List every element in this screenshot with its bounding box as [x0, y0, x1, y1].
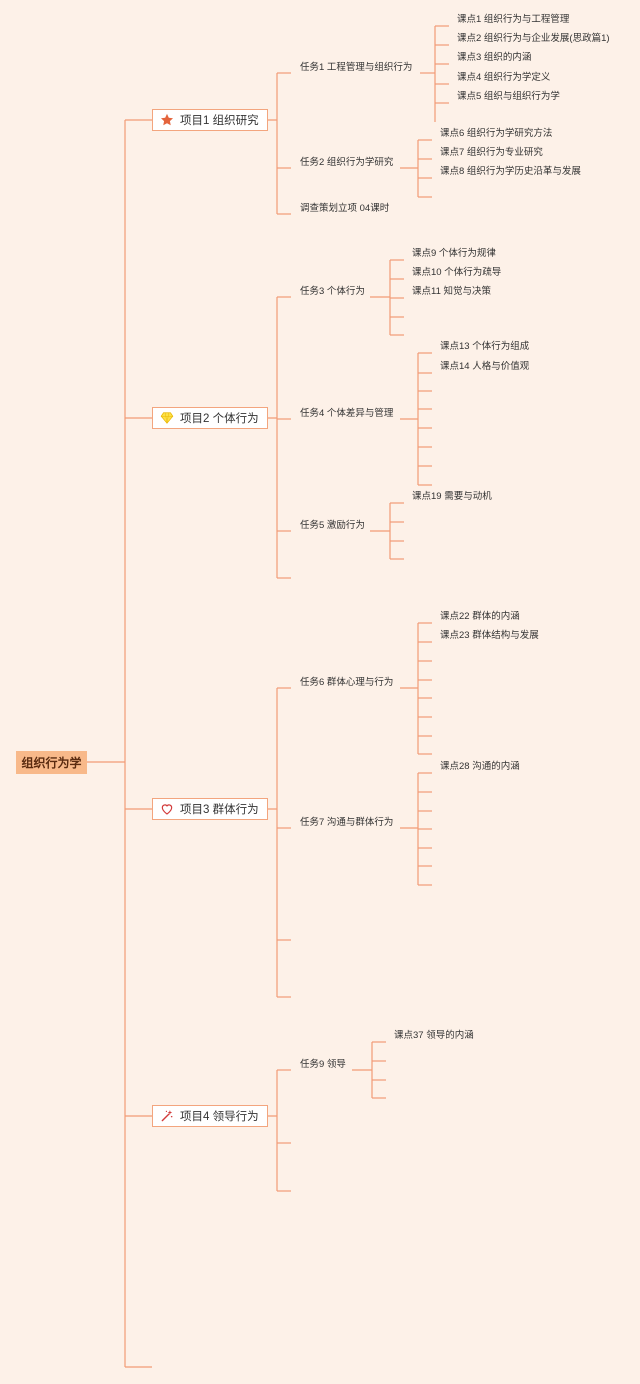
lesson-node[interactable]: 课点37 领导的内涵 — [394, 1030, 474, 1041]
lesson-node[interactable]: 课点10 个体行为疏导 — [412, 267, 502, 278]
lesson-node[interactable]: 课点3 组织的内涵 — [457, 52, 532, 63]
task-node[interactable]: 任务1 工程管理与组织行为 — [300, 62, 413, 73]
task-node[interactable]: 任务4 个体差异与管理 — [300, 408, 394, 419]
lesson-node[interactable]: 课点1 组织行为与工程管理 — [457, 14, 570, 25]
task-node[interactable]: 调查策划立项 04课时 — [300, 203, 390, 214]
lesson-node[interactable]: 课点5 组织与组织行为学 — [457, 91, 560, 102]
project-label: 项目3 群体行为 — [180, 804, 259, 816]
project-label: 项目2 个体行为 — [180, 413, 259, 425]
lesson-node[interactable]: 课点22 群体的内涵 — [440, 611, 520, 622]
project-node-4[interactable]: 项目4 领导行为 — [152, 1105, 268, 1127]
project-node-3[interactable]: 项目3 群体行为 — [152, 798, 268, 820]
project-label: 项目4 领导行为 — [180, 1111, 259, 1123]
lesson-node[interactable]: 课点7 组织行为专业研究 — [440, 147, 543, 158]
lesson-node[interactable]: 课点28 沟通的内涵 — [440, 761, 520, 772]
lesson-node[interactable]: 课点9 个体行为规律 — [412, 248, 496, 259]
lesson-node[interactable]: 课点11 知觉与决策 — [412, 286, 492, 297]
project-label: 项目1 组织研究 — [180, 115, 259, 127]
task-node[interactable]: 任务7 沟通与群体行为 — [300, 817, 394, 828]
heart-icon — [159, 801, 175, 817]
lesson-node[interactable]: 课点14 人格与价值观 — [440, 361, 530, 372]
lesson-node[interactable]: 课点4 组织行为学定义 — [457, 72, 551, 83]
task-node[interactable]: 任务3 个体行为 — [300, 286, 365, 297]
task-node[interactable]: 任务6 群体心理与行为 — [300, 677, 394, 688]
wand-icon — [159, 1108, 175, 1124]
project-node-2[interactable]: 项目2 个体行为 — [152, 407, 268, 429]
root-node[interactable]: 组织行为学 — [16, 751, 87, 774]
lesson-node[interactable]: 课点23 群体结构与发展 — [440, 630, 539, 641]
lesson-node[interactable]: 课点19 需要与动机 — [412, 491, 492, 502]
lesson-node[interactable]: 课点13 个体行为组成 — [440, 341, 530, 352]
task-node[interactable]: 任务9 领导 — [300, 1059, 346, 1070]
task-node[interactable]: 任务2 组织行为学研究 — [300, 157, 394, 168]
lesson-node[interactable]: 课点6 组织行为学研究方法 — [440, 128, 553, 139]
task-node[interactable]: 任务5 激励行为 — [300, 520, 365, 531]
lesson-node[interactable]: 课点2 组织行为与企业发展(思政篇1) — [457, 33, 610, 44]
lesson-node[interactable]: 课点8 组织行为学历史沿革与发展 — [440, 166, 581, 177]
project-node-1[interactable]: 项目1 组织研究 — [152, 109, 268, 131]
gem-icon — [159, 410, 175, 426]
star-icon — [159, 112, 175, 128]
